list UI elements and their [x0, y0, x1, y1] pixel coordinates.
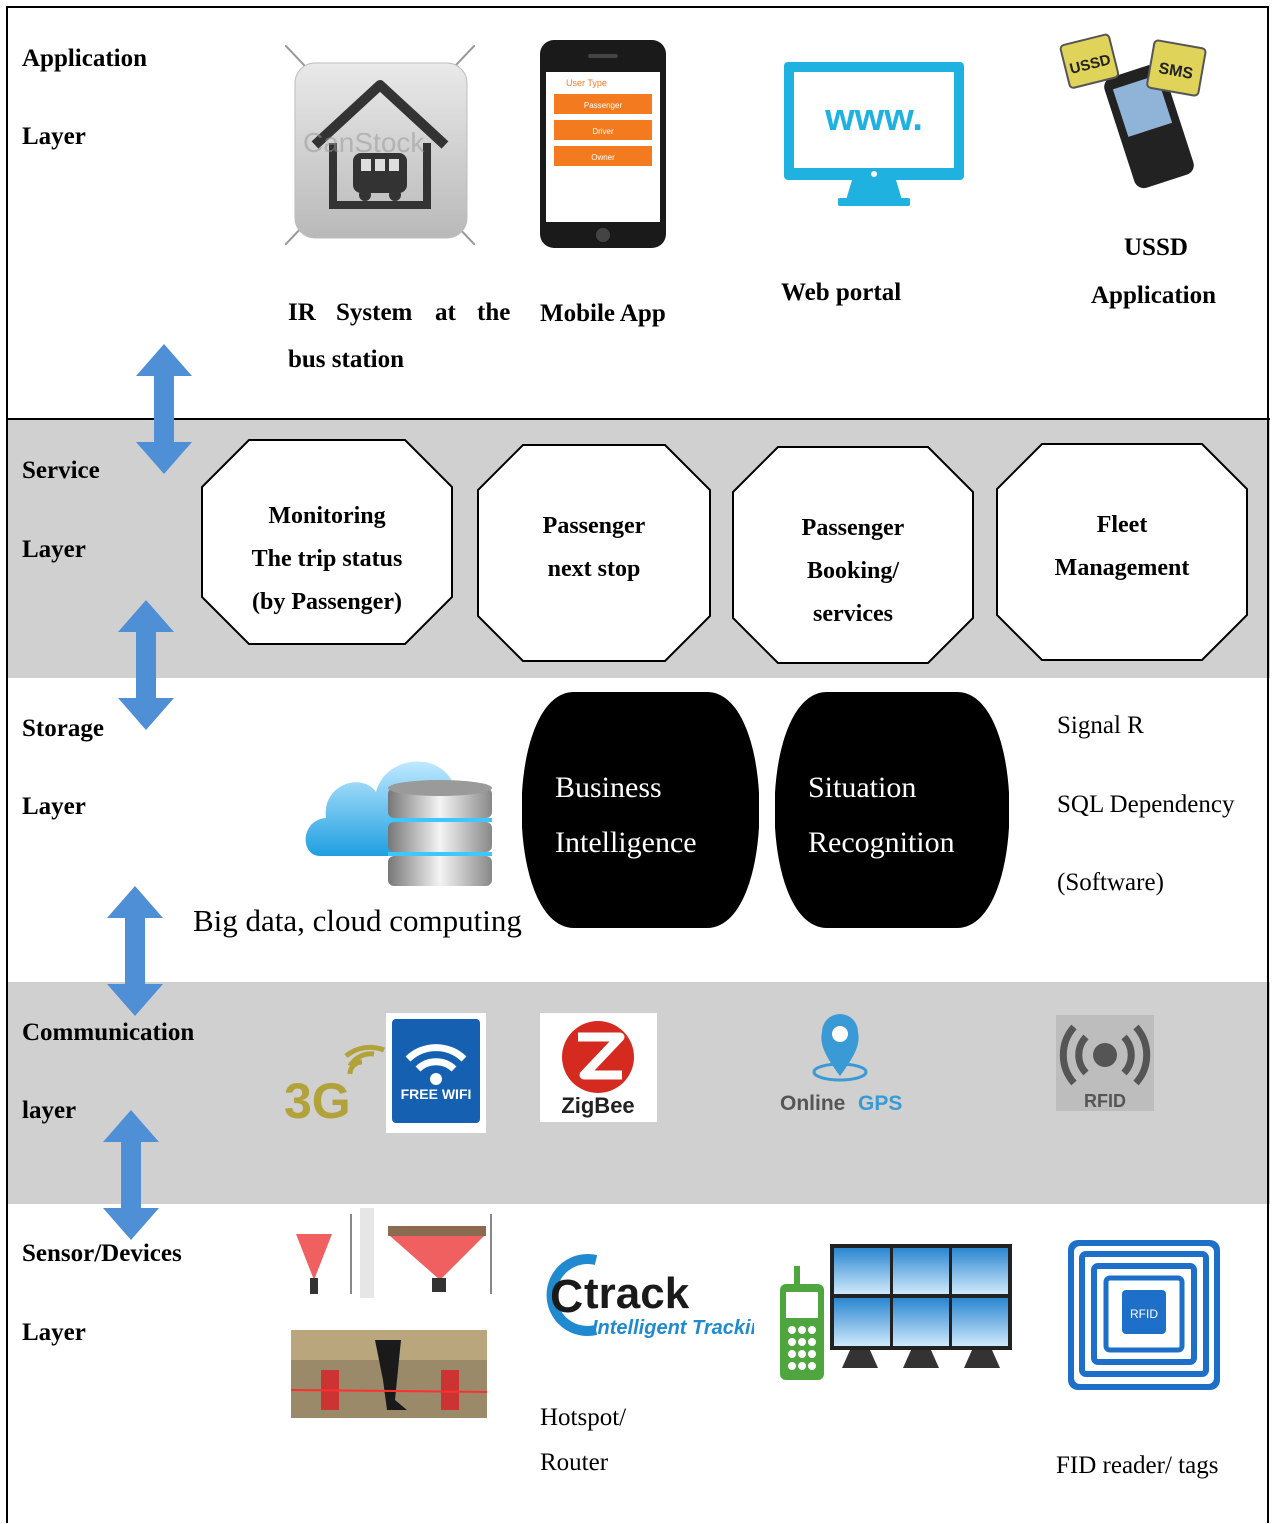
sensor-layer-label-1: Sensor/Devices	[22, 1240, 182, 1267]
gps-text-gps: GPS	[858, 1092, 902, 1115]
web-portal-caption: Web portal	[781, 279, 902, 306]
ir-caption-word-4: the	[477, 299, 511, 326]
user-type-title: User Type	[566, 78, 607, 88]
service-layer-label-1: Service	[22, 457, 100, 484]
rfid-wave-text: RFID	[1084, 1091, 1126, 1111]
situation-recognition-cylinder	[775, 692, 1009, 928]
ir-caption-word-3: at	[435, 299, 456, 326]
web-portal-monitor-icon: www.	[784, 62, 964, 206]
storage-tech-line-2: SQL Dependency	[1057, 791, 1235, 818]
zigbee-icon: ZigBee	[540, 1013, 657, 1122]
mobile-phone-icon: User Type Passenger Driver Owner	[540, 40, 666, 248]
zigbee-text: ZigBee	[561, 1093, 634, 1118]
storage-tech-line-1: Signal R	[1057, 712, 1144, 739]
cloud-database-icon	[305, 761, 492, 886]
ctrack-subtitle: Intelligent Tracking	[592, 1317, 754, 1339]
cloud-caption: Big data, cloud computing	[193, 903, 522, 938]
service-booking-line-2: Booking/	[806, 558, 900, 584]
ir-caption-word-1: IR	[288, 299, 316, 326]
sensor-layer-label-2: Layer	[22, 1319, 86, 1346]
storage-layer-label-1: Storage	[22, 715, 104, 742]
application-layer-separator	[8, 418, 1270, 420]
rfid-tag-text: RFID	[1130, 1307, 1158, 1321]
sms-tag-text: SMS	[1157, 60, 1194, 83]
sr-line-1: Situation	[808, 771, 917, 804]
service-fleet-line-1: Fleet	[1096, 512, 1148, 538]
service-next-stop-line-2: next stop	[547, 556, 641, 582]
service-octagon-booking	[732, 446, 974, 664]
business-intelligence-cylinder	[522, 692, 759, 928]
rfid-wave-icon: RFID	[1056, 1015, 1154, 1111]
bi-line-2: Intelligence	[555, 826, 697, 859]
double-arrow-application-service	[136, 344, 192, 474]
service-octagon-next-stop	[477, 444, 711, 662]
3g-icon: 3G	[284, 1044, 385, 1124]
ctrack-letter: C	[550, 1270, 583, 1322]
rfid-tag-icon: RFID	[1068, 1240, 1220, 1390]
ctrack-logo: C track Intelligent Tracking	[546, 1254, 754, 1339]
application-layer-label-2: Layer	[22, 123, 86, 150]
service-octagon-monitoring	[201, 439, 453, 645]
ussd-caption-line-1: USSD	[1124, 234, 1188, 261]
storage-layer-label-2: Layer	[22, 793, 86, 820]
communication-layer-label-2: layer	[22, 1097, 77, 1124]
service-booking-line-3: services	[813, 601, 893, 627]
www-text: www.	[824, 97, 923, 139]
free-wifi-text: FREE WIFI	[401, 1086, 472, 1102]
user-type-option-owner: Owner	[591, 153, 615, 162]
hotspot-caption-line-2: Router	[540, 1449, 609, 1476]
fid-reader-caption: FID reader/ tags	[1056, 1452, 1219, 1479]
service-octagon-fleet	[996, 443, 1248, 661]
hotspot-caption-line-1: Hotspot/	[540, 1404, 627, 1431]
service-booking-line-1: Passenger	[801, 515, 905, 541]
ir-sensor-beam-icon	[290, 1208, 496, 1298]
user-type-option-passenger: Passenger	[584, 101, 623, 110]
online-gps-icon: Online GPS	[780, 1014, 902, 1115]
ir-caption-word-2: System	[336, 299, 413, 326]
storage-tech-line-3: (Software)	[1057, 869, 1164, 896]
ctrack-word: track	[584, 1269, 690, 1318]
ir-sensor-photo-icon	[291, 1330, 487, 1418]
ussd-caption-line-2: Application	[1091, 282, 1217, 309]
3g-text: 3G	[284, 1073, 351, 1124]
communication-layer-label-1: Communication	[22, 1019, 195, 1046]
double-arrow-storage-communication	[107, 886, 163, 1016]
bi-line-1: Business	[555, 771, 662, 804]
service-next-stop-line-1: Passenger	[542, 513, 646, 539]
service-fleet-line-2: Management	[1054, 555, 1190, 581]
feature-phone-icon	[780, 1266, 824, 1380]
double-arrow-communication-sensor	[103, 1110, 159, 1240]
service-monitoring-line-1: Monitoring	[268, 503, 386, 529]
free-wifi-icon: FREE WIFI	[386, 1013, 486, 1133]
gps-text-online: Online	[780, 1092, 845, 1115]
application-layer-label-1: Application	[22, 45, 148, 72]
watermark-text: CanStock	[303, 127, 425, 158]
diagram-frame	[6, 6, 1269, 1523]
user-type-option-driver: Driver	[592, 127, 614, 136]
ir-caption-line-2: bus station	[288, 346, 405, 373]
double-arrow-service-storage	[118, 600, 174, 730]
bus-station-icon: CanStock	[285, 45, 475, 245]
multi-monitor-icon	[830, 1244, 1012, 1368]
service-layer-label-2: Layer	[22, 536, 86, 563]
service-monitoring-line-3: (by Passenger)	[252, 589, 402, 615]
ussd-sms-phone-icon: USSD SMS	[1059, 33, 1207, 189]
mobile-app-caption: Mobile App	[540, 300, 666, 327]
service-monitoring-line-2: The trip status	[251, 546, 403, 572]
sr-line-2: Recognition	[808, 826, 955, 859]
